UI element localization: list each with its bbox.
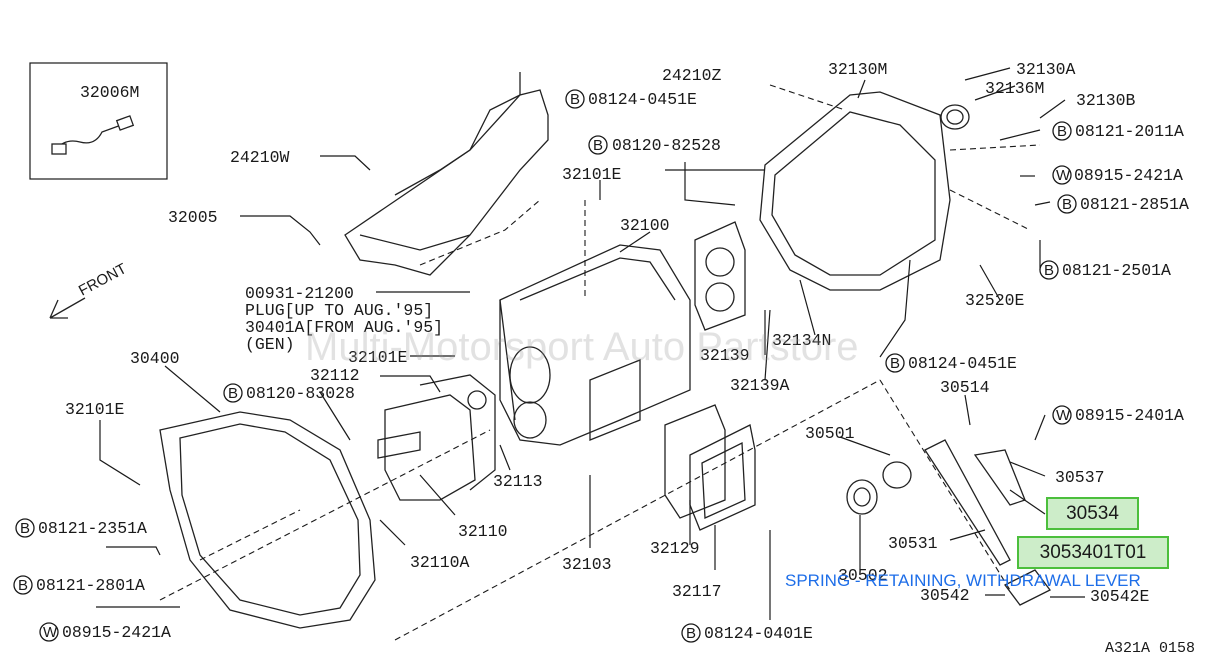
figure-code: A321A 0158 (1105, 640, 1196, 657)
label-32130M: 32130M (828, 60, 887, 79)
dashed-axis-6 (769, 84, 846, 111)
dashed-axis-4 (879, 379, 1011, 591)
bolt-marker-icon: B (228, 385, 238, 402)
washer-marker-icon: W (1056, 167, 1071, 184)
extension-housing-drawing (344, 72, 549, 276)
circle-markers: B B B W B B B W B B B W B (13, 89, 1077, 643)
label-32139A: 32139A (730, 376, 790, 395)
transmission-case-drawing (499, 244, 691, 446)
dashed-axis-8 (949, 144, 1041, 151)
bolt-marker-icon: B (686, 625, 696, 642)
label-32101E-c: 32101E (562, 165, 622, 184)
label-08120-83028: 08120-83028 (246, 384, 355, 403)
release-parts-drawing (846, 439, 1051, 606)
label-30514: 30514 (940, 378, 990, 397)
plug-note-2: 30401A[FROM AUG.'95] (245, 318, 443, 337)
bolt-marker-icon: B (20, 520, 30, 537)
label-24210Z: 24210Z (662, 66, 722, 85)
label-32134N: 32134N (772, 331, 831, 350)
bell-housing-drawing (159, 411, 376, 629)
label-32139: 32139 (700, 346, 750, 365)
label-32101E-a: 32101E (65, 400, 125, 419)
bolt-marker-icon: B (1062, 196, 1072, 213)
label-08121-2351A: 08121-2351A (38, 519, 147, 538)
dashed-axis-1 (394, 379, 881, 641)
highlight-part-30534[interactable]: 30534 (1046, 497, 1139, 530)
inset-box (29, 62, 168, 180)
label-08124-0451E-b: 08124-0451E (908, 354, 1017, 373)
label-24210W: 24210W (230, 148, 290, 167)
washer-marker-icon: W (1056, 407, 1071, 424)
sensor-32006M-drawing (51, 115, 135, 155)
bolt-marker-icon: B (1044, 262, 1054, 279)
bolt-marker-icon: B (1057, 123, 1067, 140)
label-32129: 32129 (650, 539, 700, 558)
bolt-marker-icon: B (18, 577, 28, 594)
label-08915-2401A: 08915-2401A (1075, 406, 1184, 425)
dashed-axis-3 (199, 509, 301, 561)
label-32113: 32113 (493, 472, 543, 491)
bolt-marker-icon: B (890, 355, 900, 372)
cover-gaskets-drawing (664, 404, 756, 531)
washer-marker-icon: W (43, 624, 58, 641)
label-32101E-b: 32101E (348, 348, 408, 367)
label-32110A: 32110A (410, 553, 470, 572)
label-32117: 32117 (672, 582, 722, 601)
label-08915-2421A-b: 08915-2421A (1074, 166, 1183, 185)
label-32006M: 32006M (80, 83, 139, 102)
label-32130B: 32130B (1076, 91, 1136, 110)
label-30537: 30537 (1055, 468, 1105, 487)
label-08120-82528: 08120-82528 (612, 136, 721, 155)
label-08121-2851A: 08121-2851A (1080, 195, 1189, 214)
part-description[interactable]: SPRING - RETAINING, WITHDRAWAL LEVER (785, 571, 1141, 590)
label-08124-0451E-a: 08124-0451E (588, 90, 697, 109)
label-30501: 30501 (805, 424, 855, 443)
label-08121-2801A: 08121-2801A (36, 576, 145, 595)
label-30542E: 30542E (1090, 587, 1150, 606)
highlight-part-3053401T01[interactable]: 3053401T01 (1017, 536, 1169, 569)
label-32100: 32100 (620, 216, 670, 235)
plug-note-1: PLUG[UP TO AUG.'95] (245, 301, 433, 320)
front-label: FRONT (76, 260, 130, 299)
gasket-plate-drawing (694, 221, 746, 331)
bolt-marker-icon: B (570, 91, 580, 108)
label-30400: 30400 (130, 349, 180, 368)
label-32520E: 32520E (965, 291, 1025, 310)
label-32103: 32103 (562, 555, 612, 574)
front-arrow-icon: FRONT (49, 260, 130, 319)
label-30502: 30502 (838, 566, 888, 585)
label-32110: 32110 (458, 522, 508, 541)
label-30542: 30542 (920, 586, 970, 605)
plug-note-3: (GEN) (245, 335, 295, 354)
dashed-axis-5 (419, 199, 541, 266)
label-08915-2421A-a: 08915-2421A (62, 623, 171, 642)
label-00931-21200: 00931-21200 (245, 284, 354, 303)
clutch-housing-drawing (759, 91, 970, 291)
label-32112: 32112 (310, 366, 360, 385)
leader-lines (96, 67, 1085, 620)
bolt-marker-icon: B (593, 137, 603, 154)
label-08121-2501A: 08121-2501A (1062, 261, 1171, 280)
label-30531: 30531 (888, 534, 938, 553)
label-08124-0401E: 08124-0401E (704, 624, 813, 643)
front-cover-drawing (377, 374, 496, 501)
dashed-axis-7 (949, 189, 1031, 231)
label-32005: 32005 (168, 208, 218, 227)
label-32130A: 32130A (1016, 60, 1076, 79)
label-08121-2011A: 08121-2011A (1075, 122, 1184, 141)
dashed-axis-2 (159, 429, 491, 601)
watermark: Multi-Motorsport Auto Partstore (305, 325, 859, 369)
label-32136M: 32136M (985, 79, 1044, 98)
